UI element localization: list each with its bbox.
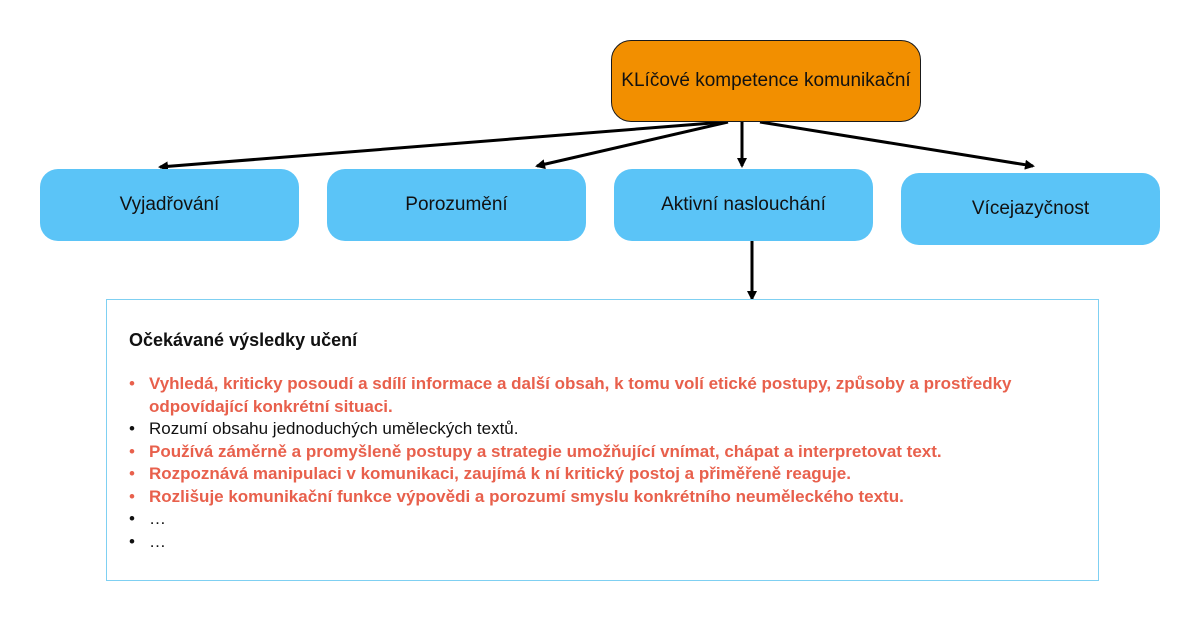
arrow-to-porozumeni [535,120,729,170]
outcome-item: • Rozlišuje komunikační funkce výpovědi a… [129,486,1076,509]
outcome-item-text: … [149,509,166,528]
bullet-icon: • [129,486,135,506]
outcomes-box: Očekávané výsledky učení • Vyhledá, kriti… [106,299,1099,581]
outcome-item: •… [129,531,1076,554]
outcome-item-text: Rozpoznává manipulaci v komunikaci, zauj… [149,464,851,483]
root-node-label: KLíčové kompetence komunikační [621,70,911,91]
node-porozumeni: Porozumění [327,169,586,241]
outcome-item-text: Používá záměrně a promyšleně postupy a s… [149,441,942,461]
bullet-icon: • [129,509,135,528]
arrow-to-vicejazycnost [759,120,1035,170]
outcome-item: •… [129,508,1076,531]
bullet-icon: • [129,531,135,551]
node-vyjadrovani: Vyjadřování [40,169,299,241]
bullet-icon: • [129,374,135,393]
outcome-item-text: … [149,531,166,551]
node-porozumeni-label: Porozumění [405,194,508,215]
outcomes-title: Očekávané výsledky učení [129,330,358,350]
outcome-item: • Vyhledá, kriticky posoudí a sdílí infor… [129,373,1076,418]
outcome-item: • Používá záměrně a promyšleně postupy a … [129,441,1076,464]
outcomes-list: • Vyhledá, kriticky posoudí a sdílí infor… [129,373,1076,553]
bullet-icon: • [129,441,135,461]
outcome-item-text: Rozumí obsahu jednoduchých uměleckých te… [149,419,519,438]
node-aktivni-naslouchani-label: Aktivní naslouchání [661,194,826,215]
outcome-item: • Rozumí obsahu jednoduchých uměleckých t… [129,418,1076,441]
outcome-item-text: Vyhledá, kriticky posoudí a sdílí inform… [149,374,1012,416]
node-aktivni-naslouchani: Aktivní naslouchání [614,169,873,241]
node-vicejazycnost: Vícejazyčnost [901,173,1160,245]
bullet-icon: • [129,464,135,483]
root-node-kompetence: KLíčové kompetence komunikační [611,40,921,122]
arrow-to-vyjadrovani [158,120,726,172]
outcome-item-text: Rozlišuje komunikační funkce výpovědi a … [149,486,904,506]
bullet-icon: • [129,419,135,438]
node-vyjadrovani-label: Vyjadřování [119,194,220,215]
node-vicejazycnost-label: Vícejazyčnost [971,198,1090,219]
outcome-item: • Rozpoznává manipulaci v komunikaci, zau… [129,463,1076,486]
